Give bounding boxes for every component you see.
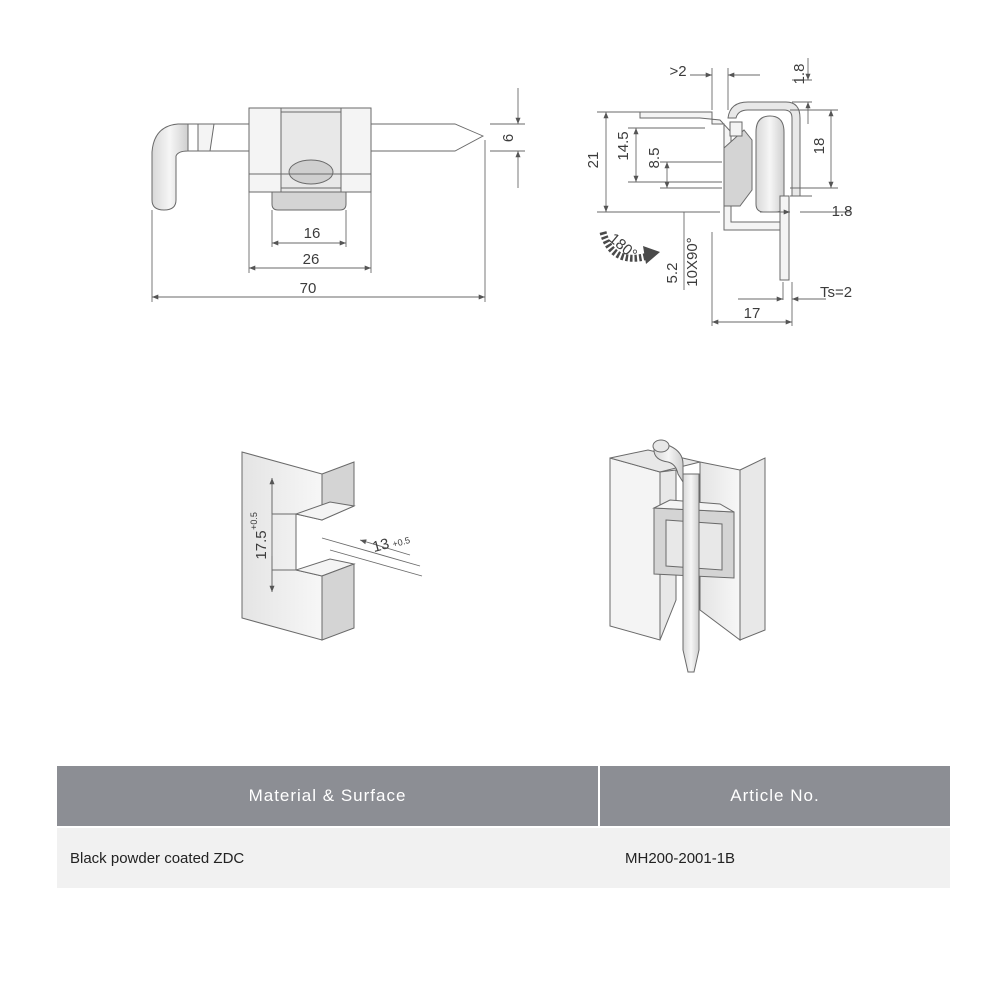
dim-17-5-label: 17.5: [253, 530, 270, 559]
tol-13-label: +0.5: [391, 535, 411, 549]
dim-14-5-label: 14.5: [615, 131, 632, 160]
hinge-side-view: [597, 58, 850, 326]
dim-6-label: 6: [500, 134, 517, 142]
ts-2-label: Ts=2: [820, 284, 852, 301]
cell-material: Black powder coated ZDC: [57, 826, 599, 888]
dim-16-label: 16: [304, 225, 321, 242]
cell-article-no: MH200-2001-1B: [599, 826, 950, 888]
dim-8-5-label: 8.5: [646, 148, 663, 169]
dim-1-8-top-label: 1.8: [791, 64, 808, 85]
hinge-top-view: [151, 88, 525, 302]
dim-gt2-label: >2: [669, 63, 686, 80]
dim-18-label: 18: [811, 138, 828, 155]
dim-5-2-label: 5.2: [664, 263, 681, 284]
panel-cutout-view: [241, 451, 423, 641]
technical-drawing: 16 26 70 6: [151, 58, 853, 673]
header-article-no: Article No.: [599, 766, 950, 827]
dim-26-label: 26: [303, 251, 320, 268]
dim-10x90-label: 10X90°: [684, 237, 701, 286]
header-material-surface: Material & Surface: [57, 766, 600, 827]
dim-21-label: 21: [585, 152, 602, 169]
hinge-isometric-view: [609, 439, 766, 673]
tol-17-5-label: +0.5: [249, 512, 259, 530]
dim-17-label: 17: [744, 305, 761, 322]
table-row: Black powder coated ZDC MH200-2001-1B: [57, 826, 950, 888]
dim-13-label: 13: [371, 535, 392, 556]
spec-table: Material & Surface Article No. Black pow…: [57, 766, 950, 888]
dim-70-label: 70: [300, 280, 317, 297]
dim-1-8-mid-label: 1.8: [832, 203, 853, 220]
table-header-row: Material & Surface Article No.: [57, 766, 950, 827]
